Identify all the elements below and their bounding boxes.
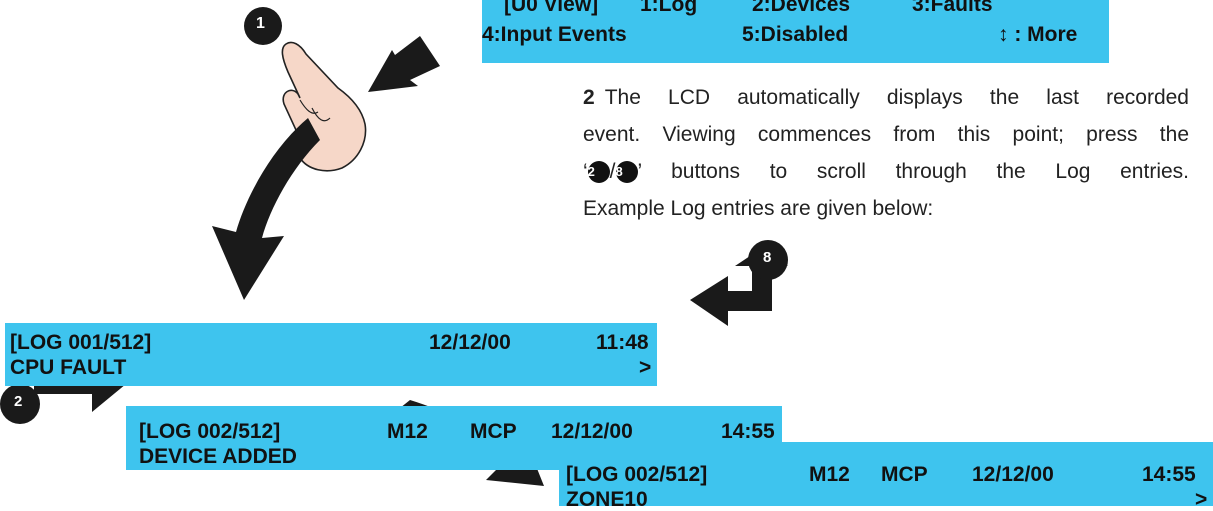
log3-addr: M12 — [809, 463, 850, 486]
log2-message: DEVICE ADDED — [139, 445, 297, 468]
menu-disabled: 5:Disabled — [742, 23, 849, 46]
key-circle-2 — [0, 384, 40, 424]
log-lcd-1: [LOG 001/512] 12/12/00 11:48 CPU FAULT > — [5, 323, 657, 386]
log3-time: 14:55 — [1142, 463, 1196, 486]
menu-log: 1:Log — [640, 0, 698, 16]
log3-id: [LOG 002/512] — [566, 463, 708, 486]
step-line-3: buttons to scroll through the Log entrie… — [671, 160, 1189, 183]
log2-time: 14:55 — [721, 420, 775, 443]
menu-more: ↕ : More — [998, 23, 1078, 46]
menu-input-events: 4:Input Events — [482, 23, 627, 46]
menu-lcd-display: [U0 View] 1:Log 2:Devices 3:Faults 4:Inp… — [482, 0, 1109, 63]
log1-date: 12/12/00 — [429, 331, 511, 354]
step-number: 2 — [583, 86, 595, 109]
log3-type: MCP — [881, 463, 928, 486]
step-line-1: The LCD automatically displays the last … — [604, 86, 1189, 109]
key-circle-8 — [748, 240, 788, 280]
log2-type: MCP — [470, 420, 517, 443]
log1-more: > — [639, 356, 652, 379]
key-label-8: 8 — [763, 249, 772, 266]
menu-view-label: [U0 View] — [504, 0, 599, 16]
menu-devices: 2:Devices — [752, 0, 851, 16]
log1-message: CPU FAULT — [10, 356, 127, 379]
down-key-icon: 2 — [587, 161, 610, 184]
key-label-1: 1 — [256, 15, 265, 32]
step-line-4: Example Log entries are given below: — [583, 197, 934, 220]
log3-more: > — [1195, 488, 1208, 511]
pointer-arrow — [368, 36, 440, 92]
log2-date: 12/12/00 — [551, 420, 633, 443]
curved-arrow-down — [212, 118, 320, 300]
log3-message: ZONE10 — [566, 488, 648, 511]
log2-id: [LOG 002/512] — [139, 420, 281, 443]
up-key-icon: 8 — [615, 161, 638, 184]
menu-faults: 3:Faults — [912, 0, 993, 16]
step-line-2: event. Viewing commences from this point… — [583, 123, 1189, 146]
log2-addr: M12 — [387, 420, 428, 443]
log1-time: 11:48 — [596, 331, 649, 354]
log1-id: [LOG 001/512] — [10, 331, 152, 354]
log3-date: 12/12/00 — [972, 463, 1054, 486]
key-circle-1 — [244, 7, 282, 45]
step-instructions: 2 The LCD automatically displays the last… — [583, 80, 1189, 228]
key-label-2: 2 — [14, 393, 23, 410]
log-lcd-3: [LOG 002/512] M12 MCP 12/12/00 14:55 ZON… — [559, 442, 1213, 510]
